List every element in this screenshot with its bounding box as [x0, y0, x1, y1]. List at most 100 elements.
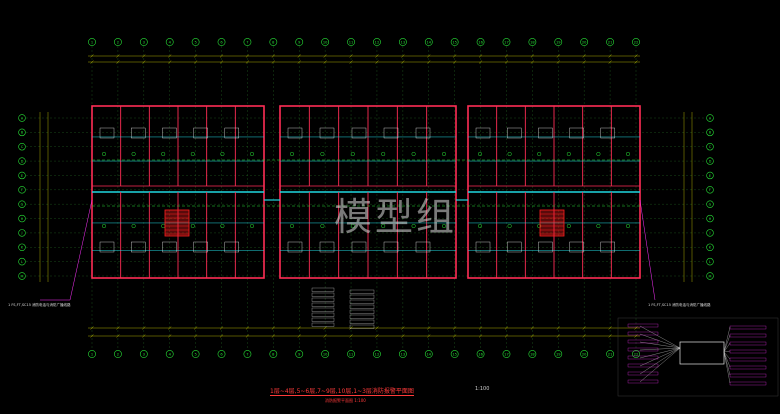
axis-bubble-left — [18, 229, 26, 237]
dimension-tick — [504, 60, 509, 64]
axis-bubble-top — [450, 38, 459, 46]
dimension-tick — [453, 326, 457, 330]
axis-label-top: 10 — [323, 40, 328, 44]
axis-bubble-bottom — [165, 350, 174, 358]
axis-bubble-top — [269, 38, 278, 46]
dimension-tick — [168, 334, 172, 338]
dimension-tick — [323, 60, 327, 64]
axis-label-left: F — [21, 188, 23, 192]
axis-bubble-top — [398, 38, 407, 46]
room-fixture — [162, 241, 177, 253]
axis-bubble-top — [114, 38, 122, 46]
dimension-tick — [427, 54, 431, 58]
system-label-box — [627, 331, 659, 336]
smoke-detector-symbol — [625, 151, 631, 157]
dimension-tick — [427, 326, 431, 330]
dimension-tick — [478, 334, 483, 338]
room-fixture — [475, 127, 491, 139]
riser-label-box — [311, 312, 335, 317]
system-diagram-frame — [617, 317, 779, 397]
dimension-tick — [504, 54, 509, 58]
axis-bubble-right — [706, 200, 714, 208]
dimension-tick — [116, 54, 120, 58]
axis-label-right: L — [709, 260, 711, 264]
axis-label-left: D — [21, 159, 24, 163]
dimension-tick — [168, 60, 172, 64]
room-fixture — [600, 127, 615, 139]
smoke-detector-symbol — [101, 223, 107, 229]
axis-bubble-left — [18, 186, 26, 194]
room-fixture — [287, 127, 303, 139]
dimension-tick — [349, 54, 353, 58]
dimension-tick — [530, 60, 535, 64]
smoke-detector-symbol — [220, 223, 225, 229]
room-fixture — [319, 241, 335, 253]
axis-label-bottom: 5 — [194, 352, 196, 356]
axis-bubble-bottom — [373, 350, 381, 358]
system-label-box — [729, 333, 767, 338]
system-label-box — [627, 355, 659, 360]
room-fixture — [600, 241, 615, 253]
axis-label-left: G — [21, 202, 24, 206]
system-feeder-line — [723, 350, 731, 353]
room-fixture — [193, 241, 208, 253]
axis-bubble-bottom — [88, 350, 96, 358]
system-feeder-line — [639, 347, 681, 359]
system-label-box — [627, 379, 659, 384]
smoke-detector-symbol — [190, 151, 195, 157]
axis-label-top: 19 — [556, 40, 561, 44]
axis-label-right: D — [709, 159, 712, 163]
dimension-tick — [219, 54, 224, 58]
riser-label-box — [349, 314, 375, 319]
axis-bubble-top — [217, 38, 226, 46]
dimension-tick — [401, 60, 405, 64]
axis-bubble-top — [243, 38, 252, 46]
axis-bubble-left — [18, 257, 26, 266]
system-label-box — [729, 349, 767, 354]
smoke-detector-symbol — [249, 223, 255, 229]
smoke-detector-symbol — [350, 151, 355, 157]
axis-label-top: 13 — [401, 40, 406, 44]
axis-bubble-left — [18, 200, 26, 208]
room-fixture — [224, 241, 240, 253]
axis-label-top: 22 — [634, 40, 639, 44]
dimension-tick — [349, 326, 353, 330]
room-fixture — [99, 241, 115, 253]
system-label-box — [627, 347, 659, 352]
smoke-detector-symbol — [477, 223, 483, 229]
riser-label-box — [311, 287, 335, 292]
smoke-detector-symbol — [596, 151, 601, 157]
smoke-detector-symbol — [477, 151, 483, 157]
axis-label-bottom: 13 — [401, 352, 406, 356]
dimension-tick — [245, 54, 250, 58]
dimension-tick — [504, 334, 509, 338]
dimension-tick — [453, 60, 457, 64]
axis-bubble-bottom — [191, 350, 200, 358]
system-feeder-line — [723, 334, 731, 353]
dimension-tick — [168, 326, 172, 330]
dimension-tick — [608, 326, 612, 330]
dimension-tick — [582, 54, 586, 58]
axis-label-top: 15 — [452, 40, 457, 44]
smoke-detector-symbol — [320, 151, 325, 157]
axis-bubble-right — [706, 257, 714, 266]
dimension-tick — [375, 60, 379, 64]
smoke-detector-symbol — [596, 223, 601, 229]
system-label-box — [627, 363, 659, 368]
axis-bubble-right — [706, 143, 714, 151]
axis-bubble-left — [18, 272, 26, 280]
axis-label-right: B — [709, 131, 712, 135]
dimension-tick — [401, 326, 405, 330]
room-fixture — [193, 127, 208, 139]
axis-bubble-right — [706, 171, 714, 180]
dimension-tick — [634, 54, 638, 58]
axis-bubble-bottom — [476, 350, 485, 358]
axis-bubble-left — [18, 157, 26, 165]
dimension-tick — [608, 54, 612, 58]
smoke-detector-symbol — [566, 223, 571, 229]
dimension-tick — [556, 326, 560, 330]
axis-label-top: 21 — [608, 40, 613, 44]
axis-bubble-bottom — [347, 350, 355, 358]
riser-label-box — [311, 297, 335, 302]
